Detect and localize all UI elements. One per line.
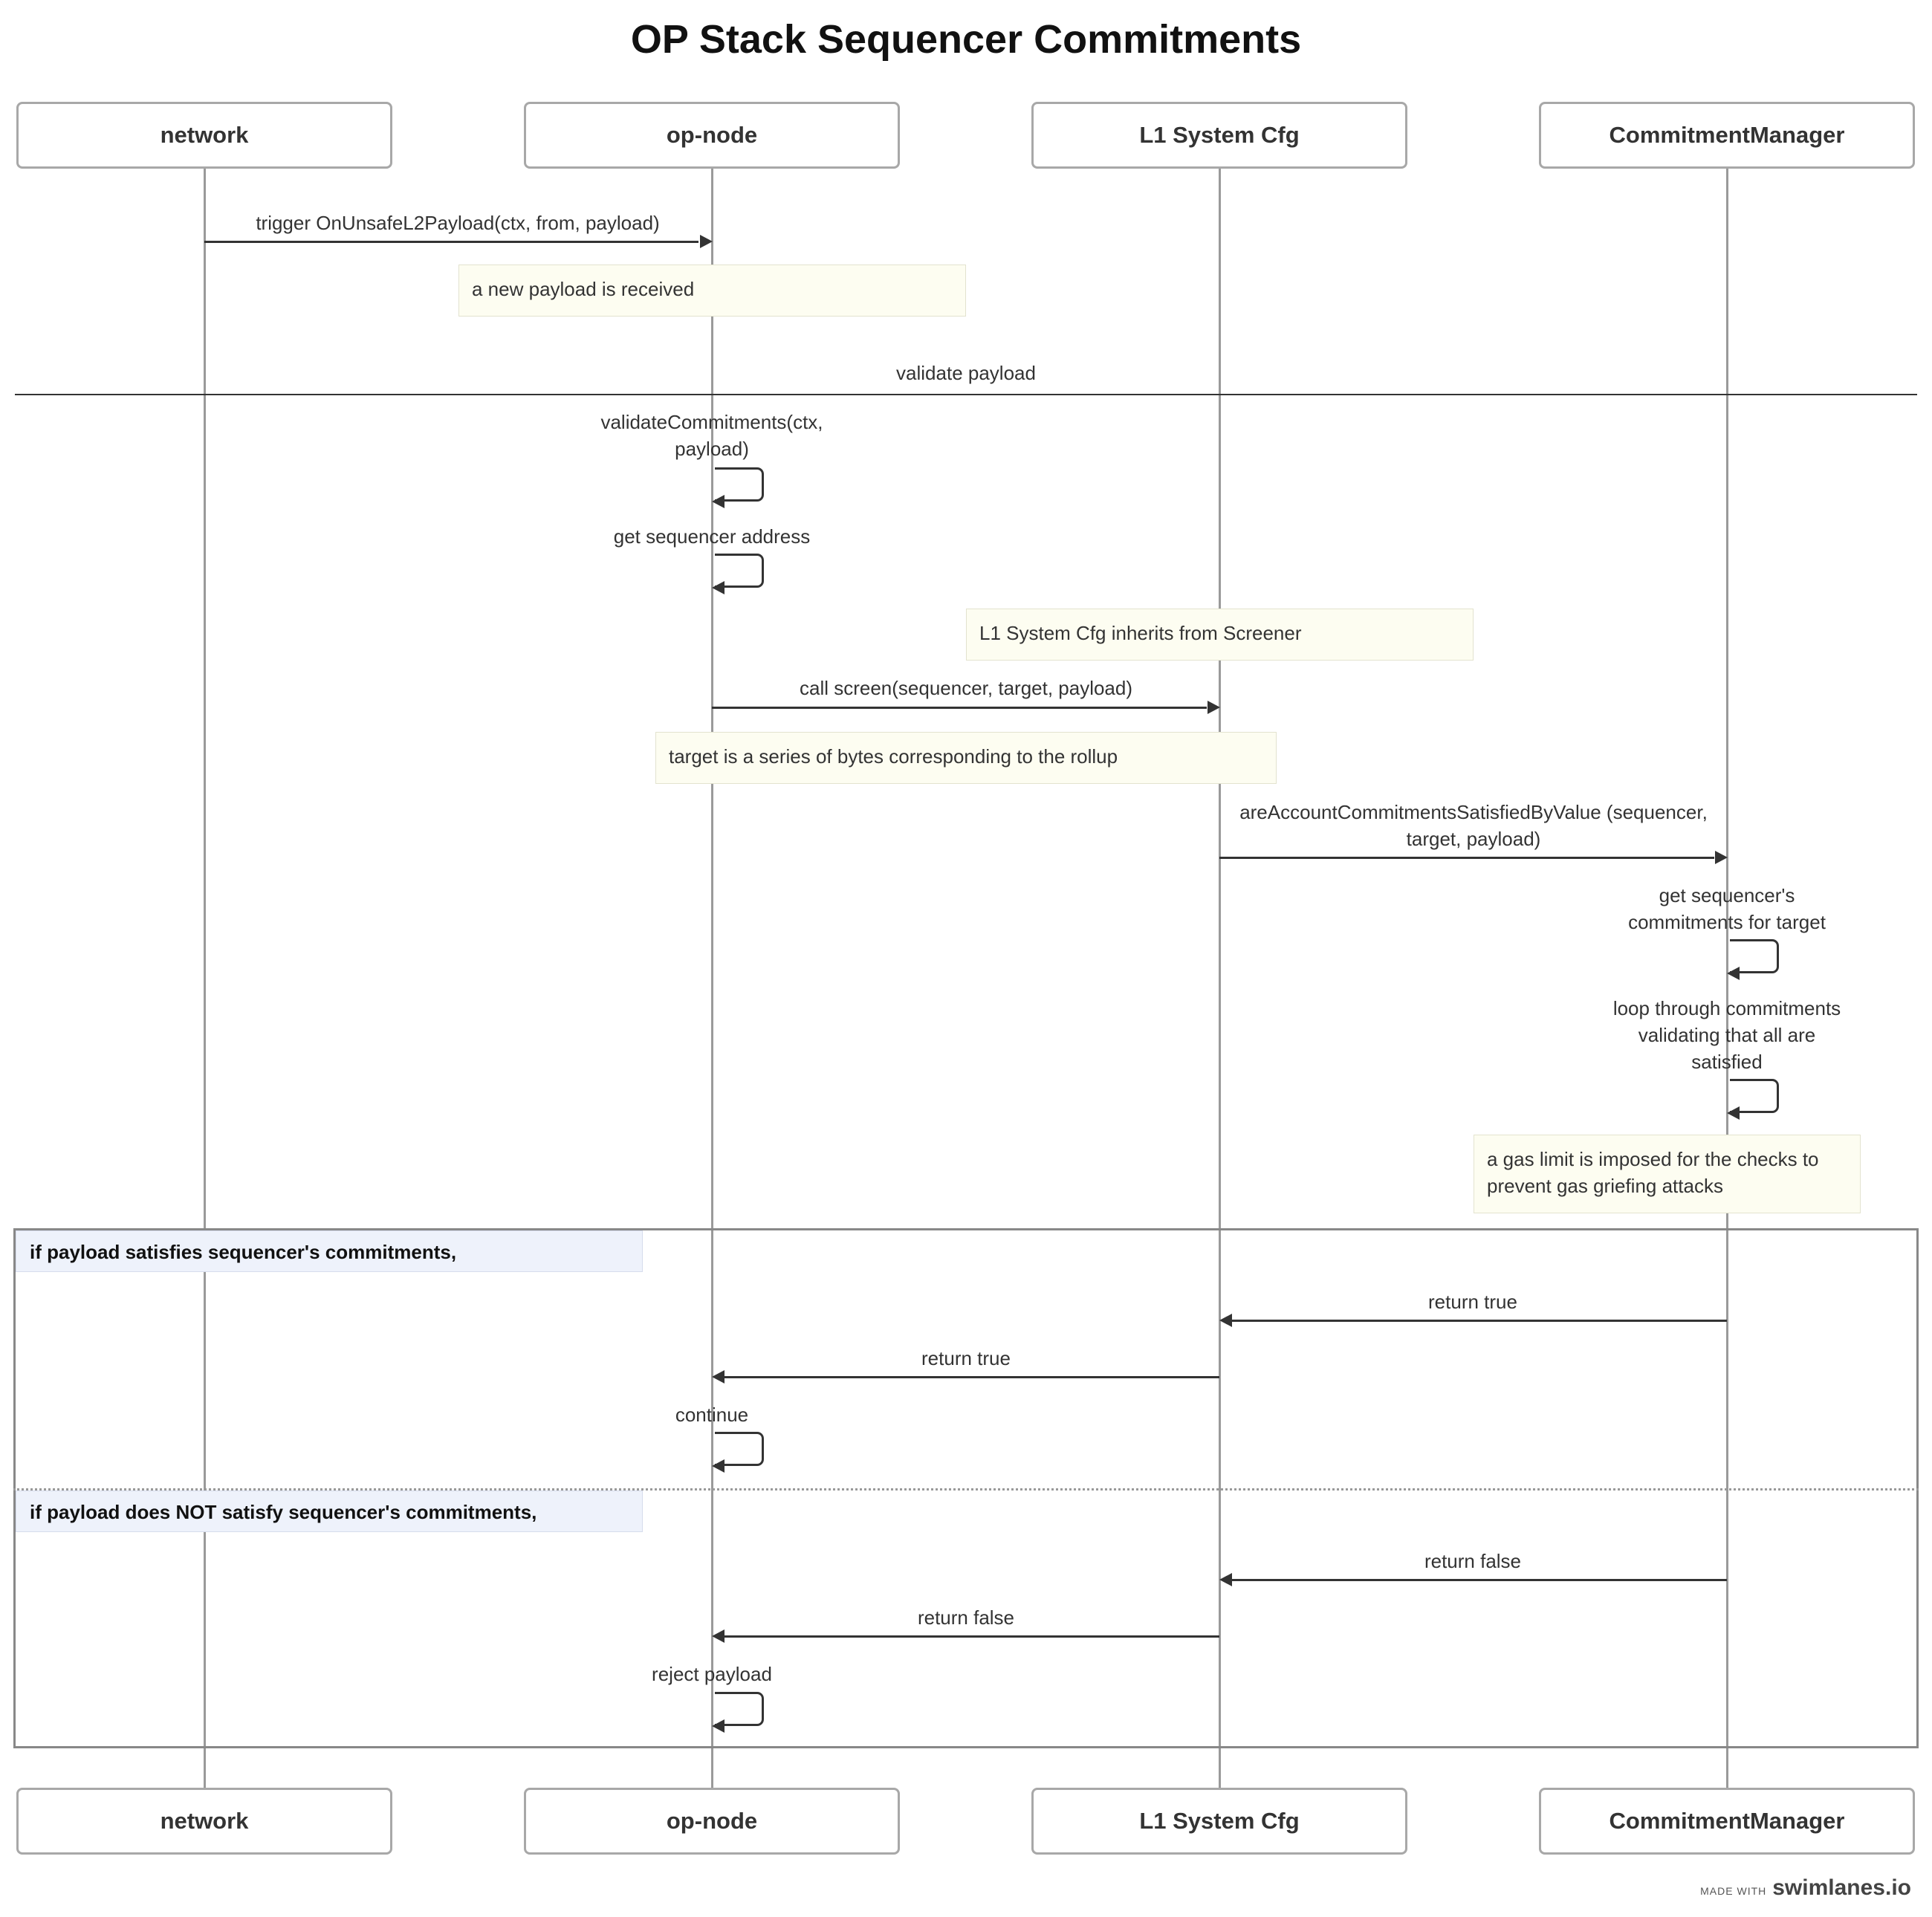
diagram-title: OP Stack Sequencer Commitments [630, 17, 1302, 62]
note: a gas limit is imposed for the checks to… [1474, 1135, 1861, 1213]
actor-op-node-top: op-node [524, 102, 900, 169]
self-message-label: continue [675, 1404, 749, 1426]
self-message-loop [1730, 939, 1779, 973]
self-message-label: get sequencer's commitments for target [1628, 884, 1826, 933]
lifeline-op-node [711, 168, 713, 1788]
self-message-loop [715, 554, 764, 588]
actor-l1-system-cfg-top: L1 System Cfg [1031, 102, 1407, 169]
divider-line [15, 394, 1917, 395]
arrowhead [1715, 851, 1728, 864]
divider-label: validate payload [896, 362, 1036, 384]
arrowhead [1727, 967, 1740, 980]
message-label: call screen(sequencer, target, payload) [799, 677, 1133, 699]
branding[interactable]: MADE WITH swimlanes.io [1700, 1875, 1911, 1901]
message-arrow [1232, 1320, 1727, 1322]
alt-frame-separator [13, 1488, 1919, 1491]
alt-condition-1: if payload satisfies sequencer's commitm… [16, 1230, 643, 1272]
message-arrow [1232, 1579, 1727, 1581]
message-arrow [204, 241, 698, 243]
message-arrow [712, 707, 1207, 709]
branding-made-with: MADE WITH [1700, 1885, 1767, 1897]
arrowhead [1219, 1314, 1232, 1327]
arrowhead [712, 581, 724, 594]
message-label: return false [917, 1606, 1015, 1629]
arrowhead [1219, 1573, 1232, 1586]
actor-op-node-bottom: op-node [524, 1788, 900, 1855]
self-message-label: get sequencer address [613, 525, 811, 548]
lifeline-l1-system-cfg [1219, 168, 1221, 1788]
arrowhead [712, 1459, 724, 1473]
lifeline-network [204, 168, 206, 1788]
arrowhead [712, 1629, 724, 1643]
arrowhead [712, 1370, 724, 1384]
arrowhead [1208, 701, 1220, 714]
actor-l1-system-cfg-bottom: L1 System Cfg [1031, 1788, 1407, 1855]
actor-commitment-manager-bottom: CommitmentManager [1539, 1788, 1915, 1855]
message-label: return true [921, 1347, 1011, 1369]
message-label: areAccountCommitmentsSatisfiedByValue (s… [1239, 801, 1708, 850]
self-message-loop [1730, 1079, 1779, 1113]
note: L1 System Cfg inherits from Screener [966, 609, 1474, 661]
message-arrow [724, 1635, 1219, 1638]
message-arrow [724, 1376, 1219, 1378]
message-label: return false [1424, 1550, 1522, 1572]
actor-network-top: network [16, 102, 392, 169]
message-arrow [1219, 857, 1714, 859]
message-label: return true [1428, 1291, 1517, 1313]
note: a new payload is received [458, 265, 966, 317]
self-message-label: loop through commitments validating that… [1612, 997, 1841, 1073]
branding-logo-text: swimlanes.io [1772, 1875, 1911, 1900]
arrowhead [712, 495, 724, 508]
self-message-label: validateCommitments(ctx, payload) [600, 411, 823, 460]
self-message-loop [715, 1692, 764, 1726]
arrowhead [700, 235, 713, 248]
alt-condition-2: if payload does NOT satisfy sequencer's … [16, 1491, 643, 1532]
note: target is a series of bytes correspondin… [655, 732, 1277, 784]
arrowhead [1727, 1106, 1740, 1120]
actor-network-bottom: network [16, 1788, 392, 1855]
actor-commitment-manager-top: CommitmentManager [1539, 102, 1915, 169]
message-label: trigger OnUnsafeL2Payload(ctx, from, pay… [256, 212, 660, 234]
self-message-loop [715, 467, 764, 502]
self-message-loop [715, 1432, 764, 1466]
arrowhead [712, 1719, 724, 1733]
self-message-label: reject payload [652, 1663, 772, 1685]
